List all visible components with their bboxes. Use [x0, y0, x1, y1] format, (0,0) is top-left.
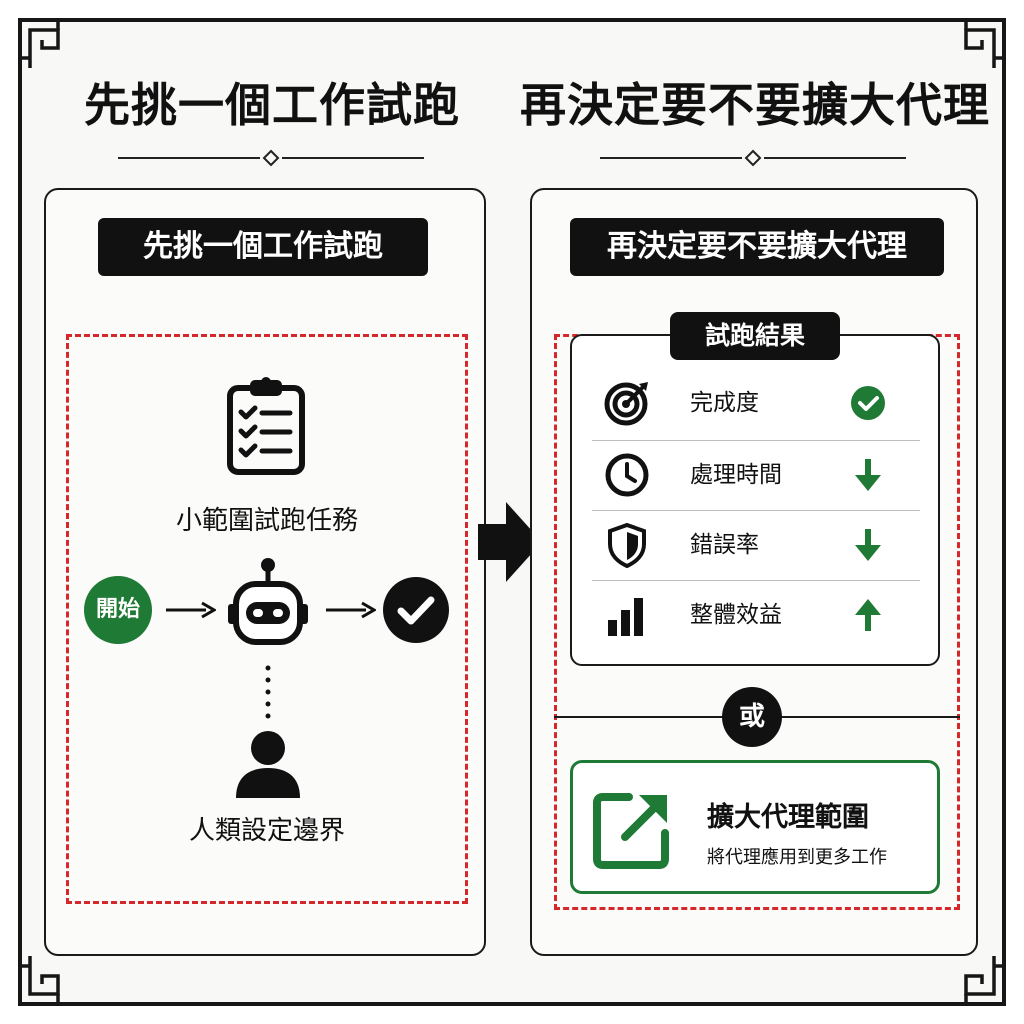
person-icon	[232, 728, 304, 800]
right-panel-badge: 再決定要不要擴大代理	[570, 218, 944, 276]
bar-chart-icon	[604, 592, 650, 638]
metric-separator	[592, 580, 920, 581]
human-label: 人類設定邊界	[188, 816, 345, 846]
corner-ornament-bottom-left	[18, 954, 70, 1006]
left-dashed-region	[66, 334, 468, 904]
title-divider-left	[118, 148, 424, 168]
arrow-down-icon	[850, 457, 886, 493]
shield-icon	[604, 522, 650, 568]
left-panel: 先挑一個工作試跑 小範圍試跑任務 開始	[44, 188, 486, 956]
metric-label: 完成度	[690, 390, 759, 416]
expand-scope-card: 擴大代理範圍 將代理應用到更多工作	[570, 760, 940, 894]
metric-row-completion: 完成度	[592, 368, 920, 438]
metric-label: 處理時間	[690, 462, 782, 488]
metric-label: 整體效益	[690, 602, 782, 628]
robot-icon	[218, 556, 318, 656]
task-label: 小範圍試跑任務	[175, 506, 358, 536]
results-box: 完成度 處理時間 錯誤率	[570, 334, 940, 666]
corner-ornament-bottom-right	[954, 954, 1006, 1006]
external-expand-icon	[593, 789, 673, 869]
big-arrow-right-icon	[478, 502, 542, 582]
expand-subtitle: 將代理應用到更多工作	[707, 847, 887, 868]
title-divider-right	[600, 148, 906, 168]
arrow-right-icon	[326, 600, 377, 620]
metric-label: 錯誤率	[690, 532, 759, 558]
results-badge: 試跑結果	[670, 312, 840, 360]
start-circle: 開始	[84, 576, 152, 644]
left-panel-badge: 先挑一個工作試跑	[98, 218, 428, 276]
or-badge: 或	[722, 687, 782, 747]
metric-row-processing-time: 處理時間	[592, 440, 920, 510]
check-circle-icon	[850, 385, 886, 421]
corner-ornament-top-right	[954, 18, 1006, 70]
main-title-left: 先挑一個工作試跑	[84, 78, 460, 132]
arrow-up-icon	[850, 597, 886, 633]
main-title-right: 再決定要不要擴大代理	[520, 78, 990, 132]
corner-ornament-top-left	[18, 18, 70, 70]
target-icon	[604, 380, 650, 426]
check-circle-icon	[382, 576, 450, 644]
expand-title: 擴大代理範圍	[707, 802, 869, 833]
metric-separator	[592, 510, 920, 511]
dotted-connector	[263, 664, 273, 720]
metric-row-error-rate: 錯誤率	[592, 510, 920, 580]
arrow-down-icon	[850, 527, 886, 563]
arrow-right-icon	[166, 600, 217, 620]
clipboard-checklist-icon	[224, 376, 308, 476]
clock-icon	[604, 452, 650, 498]
right-panel: 再決定要不要擴大代理 完成度 處理時間 錯誤率	[530, 188, 978, 956]
metric-row-overall-benefit: 整體效益	[592, 580, 920, 650]
metric-separator	[592, 440, 920, 441]
